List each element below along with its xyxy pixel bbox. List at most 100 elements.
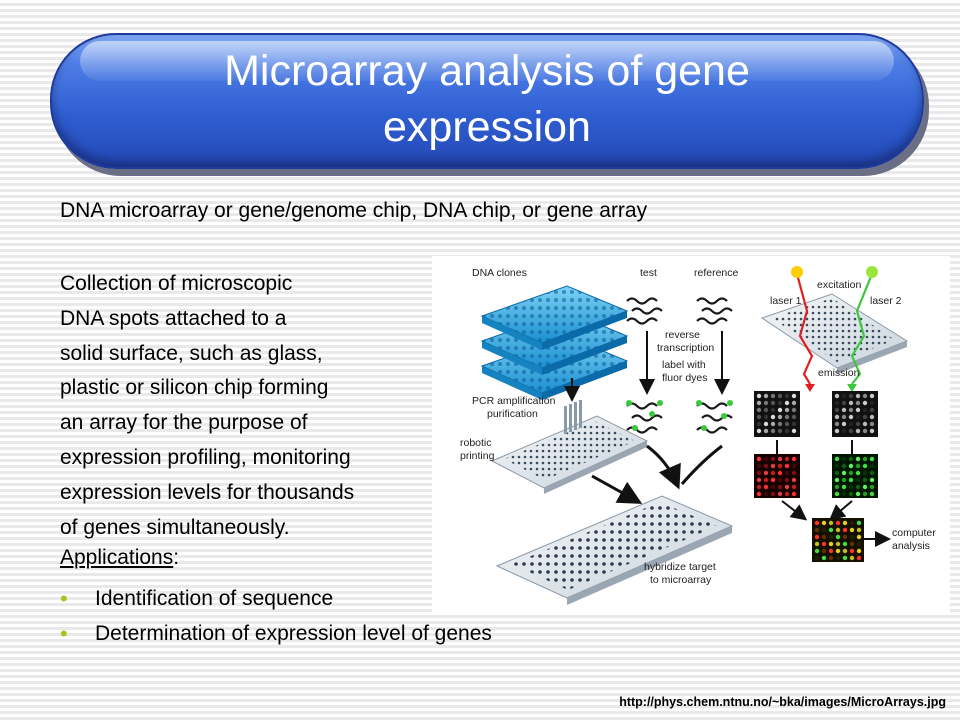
- scan-spot: [791, 463, 797, 469]
- list-item: •Determination of expression level of ge…: [60, 616, 492, 651]
- applications-list: •Identification of sequence •Determinati…: [60, 581, 492, 651]
- scan-spot: [784, 421, 790, 427]
- scan-spot: [848, 407, 854, 413]
- scan-spot: [855, 407, 861, 413]
- scan-spot: [834, 484, 840, 490]
- scan-spot: [869, 421, 875, 427]
- scan-spot: [784, 428, 790, 434]
- scan-spot: [862, 477, 868, 483]
- scan-spot: [834, 414, 840, 420]
- scan-spot: [869, 428, 875, 434]
- scan-spot: [777, 491, 783, 497]
- scan-spot: [784, 477, 790, 483]
- scan-spot: [791, 470, 797, 476]
- scan-spot: [763, 470, 769, 476]
- label-dna-clones: DNA clones: [472, 267, 527, 279]
- scan-spot: [856, 534, 862, 540]
- scan-spot: [821, 534, 827, 540]
- description-line: DNA spots attached to a: [60, 306, 287, 330]
- scan-spot: [777, 421, 783, 427]
- scan-spot: [855, 491, 861, 497]
- flow-arrows: [564, 331, 891, 547]
- scan-spot: [834, 407, 840, 413]
- scan-spot: [848, 470, 854, 476]
- scan-spot: [784, 484, 790, 490]
- bullet-text: Determination of expression level of gen…: [95, 622, 492, 645]
- label-to-microarray: to microarray: [650, 574, 712, 586]
- scan-spot: [756, 428, 762, 434]
- scan-spot: [821, 548, 827, 554]
- scan-spot: [841, 414, 847, 420]
- scan-spot: [791, 400, 797, 406]
- label-label-with: label with: [662, 359, 706, 371]
- scan-spot: [841, 477, 847, 483]
- scan-spot: [855, 428, 861, 434]
- scan-spot: [814, 520, 820, 526]
- scan-spot: [835, 555, 841, 561]
- scan-spot: [848, 393, 854, 399]
- scan-spot: [835, 541, 841, 547]
- scan-spot: [856, 527, 862, 533]
- figure-labels: DNA clones test reference reverse transc…: [460, 267, 936, 586]
- scan-spot: [834, 400, 840, 406]
- scan-spot: [862, 393, 868, 399]
- scan-spot: [777, 477, 783, 483]
- label-laser-2: laser 2: [870, 295, 902, 307]
- scan-spot: [770, 477, 776, 483]
- scan-spot: [784, 407, 790, 413]
- scan-spot: [834, 428, 840, 434]
- scan-spot: [855, 463, 861, 469]
- scan-spot: [841, 400, 847, 406]
- scan-spot: [763, 400, 769, 406]
- scan-spot: [855, 484, 861, 490]
- scan-spot: [849, 541, 855, 547]
- scan-spot: [834, 470, 840, 476]
- scan-spot: [814, 534, 820, 540]
- scan-spot: [756, 484, 762, 490]
- scan-spot: [855, 477, 861, 483]
- dna-clone-plates: [480, 285, 629, 400]
- scan-spot: [862, 463, 868, 469]
- scan-spot: [835, 548, 841, 554]
- scan-spot: [828, 534, 834, 540]
- description-line: plastic or silicon chip forming: [60, 376, 329, 400]
- scan-spot: [756, 463, 762, 469]
- scan-spot: [791, 393, 797, 399]
- scan-spot: [869, 456, 875, 462]
- scan-spot: [862, 456, 868, 462]
- scan-spot: [770, 470, 776, 476]
- scan-spot: [770, 414, 776, 420]
- scan-spot: [814, 555, 820, 561]
- scan-spot: [777, 393, 783, 399]
- scan-spot: [763, 428, 769, 434]
- laser-beams: [795, 273, 874, 392]
- scan-spot: [855, 421, 861, 427]
- label-laser-1: laser 1: [770, 295, 802, 307]
- scan-spot: [763, 407, 769, 413]
- cdna-strands: [626, 297, 733, 434]
- hybridize-slide: [495, 495, 734, 605]
- scan-spot: [869, 463, 875, 469]
- scan-spot: [777, 428, 783, 434]
- scan-spot: [841, 393, 847, 399]
- scan-spot: [756, 414, 762, 420]
- scan-spot: [821, 555, 827, 561]
- list-item: •Identification of sequence: [60, 581, 492, 616]
- label-emission: emission: [818, 367, 860, 379]
- scan-spot: [849, 520, 855, 526]
- scan-spot: [756, 456, 762, 462]
- scan-spot: [848, 414, 854, 420]
- scan-spot: [763, 463, 769, 469]
- microarray-figure: DNA clones test reference reverse transc…: [432, 256, 950, 614]
- scan-spots: [756, 393, 875, 561]
- laser-1-source-icon: [791, 266, 803, 278]
- scan-spot: [763, 456, 769, 462]
- scan-spot: [763, 414, 769, 420]
- scan-spot: [842, 541, 848, 547]
- scan-spot: [835, 527, 841, 533]
- scan-spot: [814, 527, 820, 533]
- scan-spot: [821, 541, 827, 547]
- scan-spot: [842, 548, 848, 554]
- label-purification: purification: [487, 408, 538, 420]
- scan-spot: [791, 428, 797, 434]
